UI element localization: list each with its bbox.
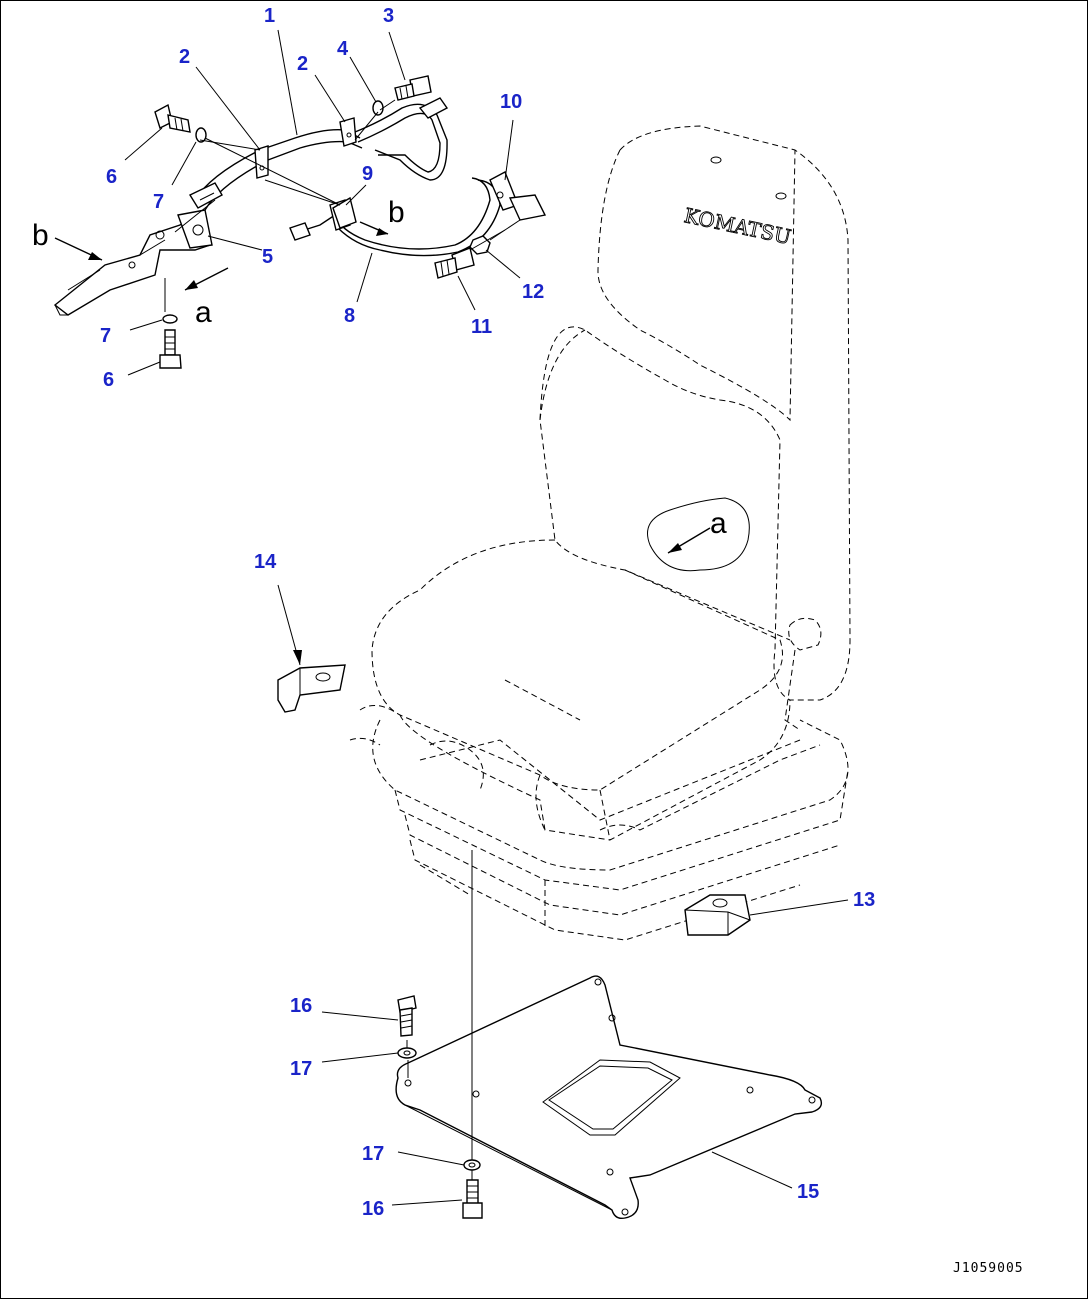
washer-7-upper bbox=[195, 127, 207, 143]
wire-harness-8 bbox=[289, 171, 547, 257]
seat-brand-logo: KOMATSU bbox=[682, 203, 793, 249]
view-a-arrow-bracket bbox=[184, 267, 229, 291]
operator-seat: KOMATSU bbox=[349, 125, 851, 941]
bolt-11 bbox=[434, 247, 475, 279]
stopper-block-13 bbox=[684, 894, 751, 936]
callout-7: 7 bbox=[100, 325, 111, 347]
view-label-b: b bbox=[32, 219, 49, 252]
callout-16: 16 bbox=[362, 1198, 384, 1220]
callout-16: 16 bbox=[290, 995, 312, 1017]
view-label-a: a bbox=[710, 507, 727, 540]
view-b-arrow-harness bbox=[359, 221, 389, 236]
callout-7: 7 bbox=[153, 191, 164, 213]
assembly-lines bbox=[164, 99, 521, 1180]
callout-9: 9 bbox=[362, 163, 373, 185]
washer-4 bbox=[372, 100, 384, 116]
callout-10: 10 bbox=[500, 91, 522, 113]
view-labels: b b a a bbox=[32, 196, 727, 540]
bolt-6-lower bbox=[159, 329, 182, 369]
washer-17-lower bbox=[463, 1159, 481, 1171]
washer-17-upper bbox=[397, 1047, 417, 1059]
callout-2: 2 bbox=[297, 53, 308, 75]
stopper-bracket-14 bbox=[277, 664, 346, 713]
view-label-a: a bbox=[195, 296, 212, 329]
callout-15: 15 bbox=[797, 1181, 819, 1203]
wire-harness bbox=[188, 97, 449, 211]
callout-1: 1 bbox=[264, 5, 275, 27]
callout-11: 11 bbox=[471, 316, 492, 338]
callout-12: 12 bbox=[522, 281, 544, 303]
callout-6: 6 bbox=[106, 166, 117, 188]
callout-8: 8 bbox=[344, 305, 355, 327]
callout-14: 14 bbox=[254, 551, 277, 573]
callout-17: 17 bbox=[290, 1058, 312, 1080]
bolt-3 bbox=[394, 75, 432, 101]
bolt-6-upper bbox=[154, 103, 191, 133]
callout-5: 5 bbox=[262, 246, 273, 268]
callout-13: 13 bbox=[853, 889, 875, 911]
callout-6: 6 bbox=[103, 369, 114, 391]
bracket-5 bbox=[53, 209, 213, 316]
callout-2: 2 bbox=[179, 46, 190, 68]
bolt-16-upper bbox=[397, 995, 417, 1037]
washer-7-lower bbox=[162, 314, 178, 324]
view-b-arrow-left bbox=[54, 237, 103, 261]
seat-mount-plate-15 bbox=[395, 975, 823, 1220]
view-a-detail-area bbox=[647, 497, 750, 572]
callout-3: 3 bbox=[383, 5, 394, 27]
view-label-b: b bbox=[388, 196, 405, 229]
callout-17: 17 bbox=[362, 1143, 384, 1165]
callout-4: 4 bbox=[337, 38, 349, 60]
bolt-16-lower bbox=[462, 1179, 483, 1219]
clip-9 bbox=[332, 196, 357, 229]
callout-labels: 1 2 2 3 4 5 6 6 7 7 8 9 10 11 12 13 14 1… bbox=[100, 5, 875, 1220]
leader-lines bbox=[124, 29, 849, 1206]
nut-12 bbox=[469, 235, 491, 255]
drawing-code: J1059005 bbox=[953, 1261, 1024, 1276]
